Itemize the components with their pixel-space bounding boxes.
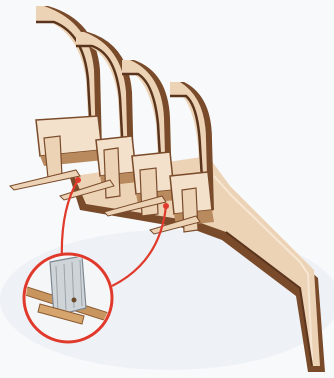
assembly-illustration xyxy=(0,0,334,378)
assembly-diagram xyxy=(0,0,334,378)
